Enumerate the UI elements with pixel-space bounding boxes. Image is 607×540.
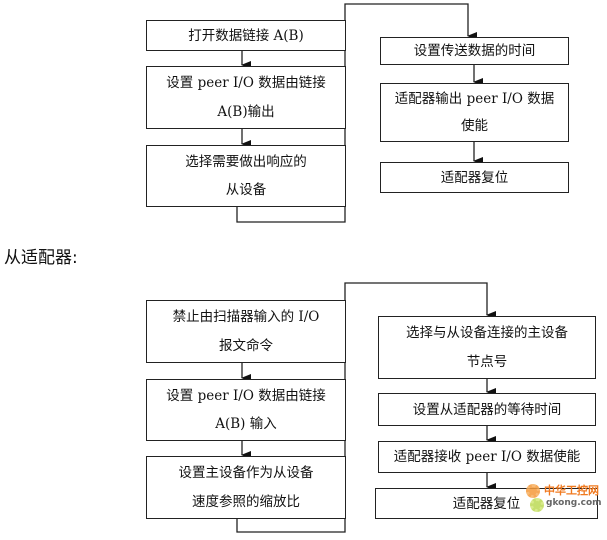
watermark-logo: 中华工控网 gkong.com bbox=[526, 480, 606, 520]
step-text: 设置从适配器的等待时间 bbox=[412, 401, 562, 418]
slave-step-set-input: 设置 peer I/O 数据由链接 A(B) 输入 bbox=[146, 379, 346, 441]
master-step-set-output: 设置 peer I/O 数据由链接 A(B)输出 bbox=[146, 66, 346, 129]
step-text: 适配器复位 bbox=[452, 495, 521, 512]
master-step-set-time: 设置传送数据的时间 bbox=[380, 37, 569, 65]
slave-step-disable-input: 禁止由扫描器输入的 I/O 报文命令 bbox=[146, 300, 346, 363]
master-step-reset: 适配器复位 bbox=[380, 162, 569, 193]
watermark-text: 中华工控网 bbox=[544, 484, 599, 497]
step-text: 选择与从设备连接的主设备 bbox=[406, 325, 568, 342]
step-text: 节点号 bbox=[466, 353, 508, 370]
step-text: 适配器接收 peer I/O 数据使能 bbox=[393, 449, 581, 465]
step-text: 使能 bbox=[461, 117, 488, 134]
step-text: 设置主设备作为从设备 bbox=[178, 465, 314, 482]
slave-step-wait-time: 设置从适配器的等待时间 bbox=[378, 393, 596, 426]
step-text: 报文命令 bbox=[219, 337, 273, 354]
step-text: 从设备 bbox=[225, 182, 267, 198]
slave-step-enable-receive: 适配器接收 peer I/O 数据使能 bbox=[378, 441, 596, 473]
slave-adapter-heading: 从适配器: bbox=[4, 248, 78, 268]
step-text: 速度参照的缩放比 bbox=[192, 493, 300, 510]
step-text: 设置传送数据的时间 bbox=[413, 43, 536, 59]
step-text: A(B)输出 bbox=[217, 103, 275, 120]
step-text: 选择需要做出响应的 bbox=[185, 154, 307, 170]
master-step-enable-output: 适配器输出 peer I/O 数据使能 bbox=[380, 83, 569, 142]
gear-icon bbox=[530, 498, 544, 512]
watermark-url: gkong.com bbox=[546, 498, 602, 508]
step-text: 打开数据链接 A(B) bbox=[188, 27, 304, 44]
slave-step-select-master: 选择与从设备连接的主设备节点号 bbox=[378, 316, 596, 379]
step-text: 设置 peer I/O 数据由链接 bbox=[166, 75, 326, 92]
master-step-select-slave: 选择需要做出响应的从设备 bbox=[146, 145, 346, 207]
step-text: 禁止由扫描器输入的 I/O bbox=[172, 309, 320, 326]
step-text: 适配器复位 bbox=[440, 169, 509, 186]
step-text: 设置 peer I/O 数据由链接 bbox=[166, 388, 326, 404]
master-step-open-link: 打开数据链接 A(B) bbox=[146, 20, 346, 51]
step-text: 适配器输出 peer I/O 数据 bbox=[394, 91, 555, 108]
step-text: A(B) 输入 bbox=[215, 416, 277, 432]
slave-step-set-ratio: 设置主设备作为从设备速度参照的缩放比 bbox=[146, 456, 346, 519]
gear-icon bbox=[526, 484, 540, 498]
slave-step-reset: 适配器复位 bbox=[375, 488, 598, 519]
